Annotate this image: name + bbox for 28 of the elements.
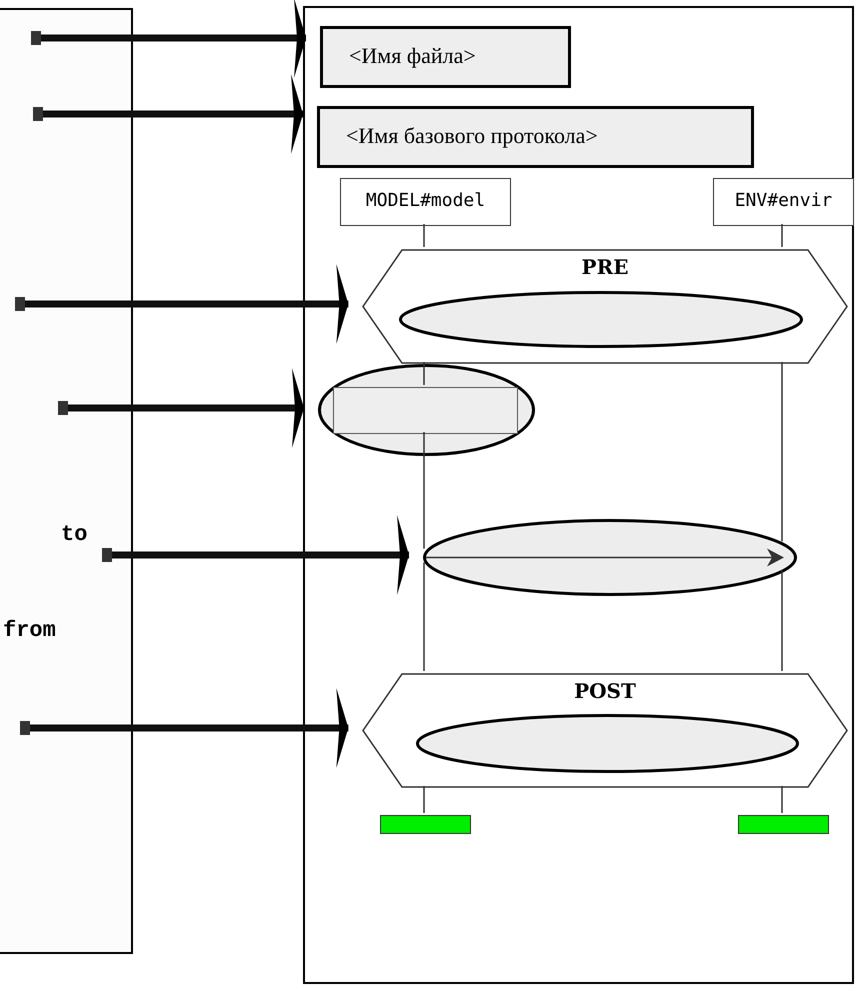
lifeline bbox=[423, 786, 425, 813]
code-text: to bbox=[61, 522, 88, 547]
lifeline bbox=[781, 224, 783, 247]
box-label: <Имя файла> bbox=[349, 43, 476, 69]
leader-arrow bbox=[15, 264, 348, 344]
instance-end-bar bbox=[380, 815, 471, 834]
lifeline bbox=[781, 362, 783, 542]
instance-name: ENV#envir bbox=[734, 190, 834, 211]
instance-name: MODEL#model bbox=[364, 190, 486, 211]
lifeline bbox=[781, 570, 783, 671]
action-box bbox=[333, 387, 518, 434]
lifeline bbox=[781, 786, 783, 813]
diagram-panel bbox=[303, 6, 854, 984]
condition-label: PRE bbox=[580, 255, 630, 279]
lifeline bbox=[423, 432, 425, 549]
leader-arrow bbox=[33, 74, 303, 154]
leader-arrow bbox=[102, 515, 410, 595]
instance-end-bar bbox=[738, 815, 829, 834]
code-panel bbox=[0, 8, 133, 954]
lifeline bbox=[423, 362, 425, 385]
leader-arrow bbox=[20, 688, 348, 768]
lifeline bbox=[423, 224, 425, 247]
condition-label: POST bbox=[573, 679, 637, 703]
code-text: from bbox=[3, 618, 56, 643]
box-label: <Имя базового протокола> bbox=[346, 123, 598, 149]
lifeline bbox=[423, 562, 425, 671]
leader-arrow bbox=[58, 368, 304, 448]
leader-arrow bbox=[31, 0, 306, 78]
